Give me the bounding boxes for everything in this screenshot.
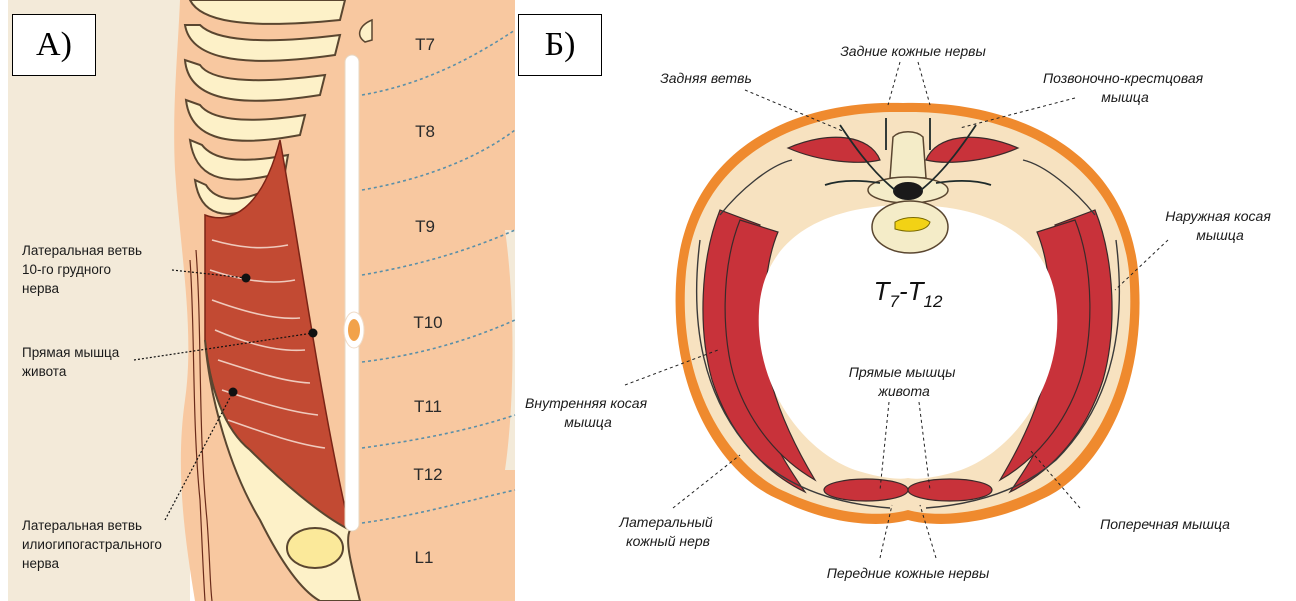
label-external-oblique: Наружная косая мышца xyxy=(1165,208,1274,243)
label-anterior-cutaneous-nerves: Передние кожные нервы xyxy=(827,565,990,581)
segment-t12: T12 xyxy=(413,465,442,484)
segment-t8: T8 xyxy=(415,122,435,141)
panel-a-tag: А) xyxy=(12,14,96,76)
segment-t10: T10 xyxy=(413,313,442,332)
label-internal-oblique: Внутренняя косая мышца xyxy=(525,395,651,430)
label-transverse-abdominis: Поперечная мышца xyxy=(1100,516,1230,532)
panel-a-illustration: T7 T8 T9 T10 T11 T12 L1 Латеральная ветв… xyxy=(0,0,515,601)
panel-b-tag: Б) xyxy=(518,14,602,76)
segment-t11: T11 xyxy=(414,397,442,416)
label-posterior-cutaneous-nerves: Задние кожные нервы xyxy=(840,43,986,59)
panel-b-cross-section: T7-T12 Задние кожные нервы Задняя ветвь … xyxy=(525,43,1275,581)
label-lateral-cutaneous-nerve: Латеральный кожный нерв xyxy=(618,514,716,549)
segment-l1: L1 xyxy=(415,548,434,567)
linea-alba xyxy=(345,55,359,531)
segment-t7: T7 xyxy=(415,35,435,54)
label-posterior-branch: Задняя ветвь xyxy=(660,70,752,86)
segment-t9: T9 xyxy=(415,217,435,236)
